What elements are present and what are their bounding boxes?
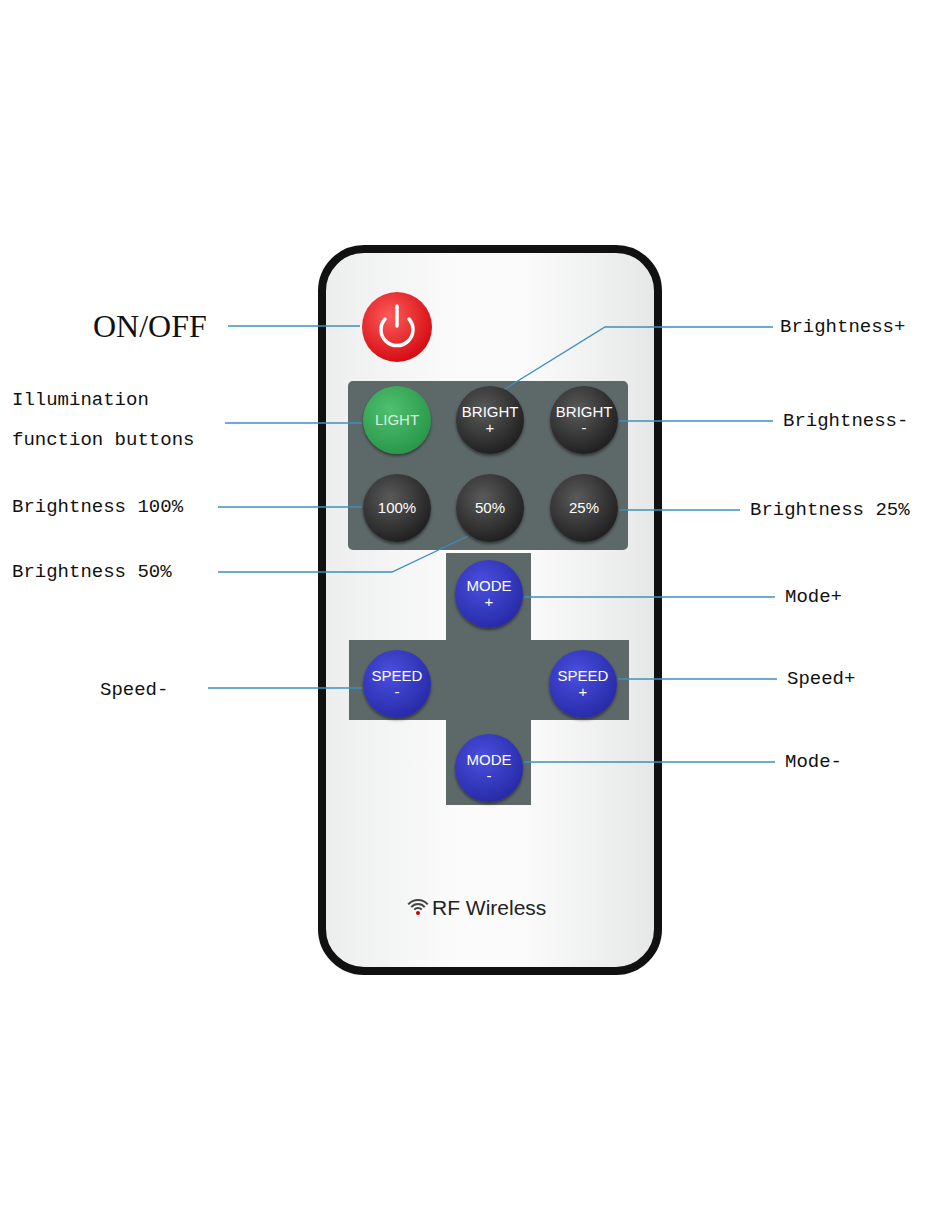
callout-label: Brightness 100% xyxy=(12,487,183,527)
leader-line xyxy=(228,325,360,326)
remote-body: RF Wireless LIGHT BRIGHT + BRIGHT - 100% 50% 2… xyxy=(318,245,662,975)
remote-button: SPEED + xyxy=(549,650,617,718)
remote-button: BRIGHT + xyxy=(456,386,524,454)
wifi-icon xyxy=(408,900,428,904)
remote-label: RF Wireless xyxy=(432,896,546,920)
button-text: BRIGHT - xyxy=(556,404,612,436)
leader-line xyxy=(225,422,362,423)
button-text: MODE + xyxy=(467,578,512,610)
leader-line xyxy=(218,536,468,572)
leader-line xyxy=(618,678,777,679)
callout-label: Brightness- xyxy=(783,401,908,441)
wifi-icon xyxy=(411,904,425,907)
remote-button: 25% xyxy=(550,474,618,542)
wifi-icon xyxy=(416,911,420,915)
leader-line xyxy=(619,420,773,421)
remote-button: MODE - xyxy=(455,734,523,802)
leader-line xyxy=(524,596,775,597)
remote-button: LIGHT xyxy=(363,386,431,454)
remote-button: BRIGHT - xyxy=(550,386,618,454)
callout-label: ON/OFF xyxy=(93,306,207,346)
leader-line xyxy=(208,687,362,688)
cross-panel xyxy=(349,553,629,805)
remote-button: MODE + xyxy=(455,560,523,628)
callout-label: Brightness 50% xyxy=(12,552,172,592)
remote-button: SPEED - xyxy=(363,650,431,718)
leader-line xyxy=(524,761,775,762)
callout-label: Mode- xyxy=(785,742,842,782)
button-text: 100% xyxy=(378,500,416,516)
callout-label: Speed- xyxy=(100,670,168,710)
button-text: SPEED - xyxy=(372,668,423,700)
callout-label: Mode+ xyxy=(785,577,842,617)
remote-button: 50% xyxy=(456,474,524,542)
callout-label: Brightness 25% xyxy=(750,490,910,530)
button-text: SPEED + xyxy=(558,668,609,700)
leader-line xyxy=(619,509,740,510)
leader-line xyxy=(218,506,362,507)
top-panel xyxy=(348,381,628,550)
remote-button: 100% xyxy=(363,474,431,542)
button-text: 25% xyxy=(569,500,599,516)
callout-label: Brightness+ xyxy=(780,307,905,347)
power-icon xyxy=(395,306,399,326)
button-text: BRIGHT + xyxy=(462,404,518,436)
wifi-icon xyxy=(414,908,422,910)
callout-label: Illumination function buttons xyxy=(12,380,212,460)
callout-label: Speed+ xyxy=(787,659,855,699)
button-text: 50% xyxy=(475,500,505,516)
button-text: MODE - xyxy=(467,752,512,784)
button-text: LIGHT xyxy=(375,412,419,428)
power-button xyxy=(362,292,432,362)
leader-line xyxy=(500,327,773,392)
